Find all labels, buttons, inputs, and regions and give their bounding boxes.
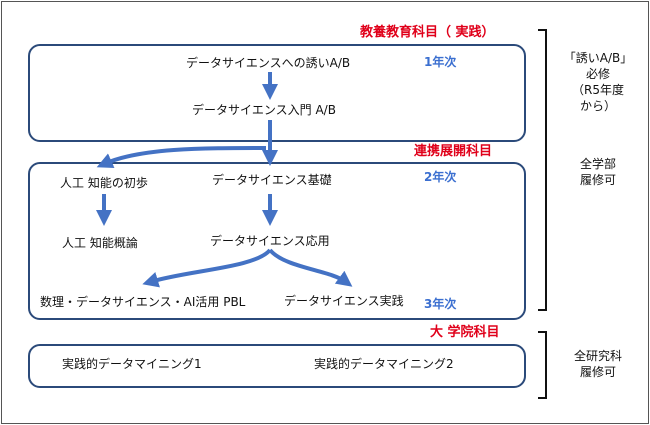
course-ai-basics: 人工 知能の初歩	[60, 176, 148, 190]
course-mining-1: 実践的データマイニング1	[62, 357, 202, 371]
course-intro: データサイエンス入門 A/B	[192, 103, 336, 117]
year-label-1: 1年次	[424, 55, 457, 69]
course-invitation: データサイエンスへの誘いA/B	[186, 56, 351, 70]
category-linked: 連携展開科目	[414, 144, 493, 159]
course-ds-applied: データサイエンス応用	[210, 234, 330, 248]
year-label-3: 3年次	[424, 297, 457, 311]
note-all-faculty: 全学部 履修可	[579, 157, 616, 187]
category-graduate: 大 学院科目	[430, 325, 500, 340]
year-label-2: 2年次	[424, 170, 457, 184]
category-general-education: 教養教育科目（ 実践）	[360, 25, 495, 40]
bracket-undergraduate	[538, 29, 547, 311]
bracket-graduate	[538, 331, 547, 399]
year2-3-box	[28, 162, 526, 320]
course-mining-2: 実践的データマイニング2	[314, 357, 454, 371]
course-ai-pbl: 数理・データサイエンス・AI活用 PBL	[40, 295, 246, 309]
note-all-graduate: 全研究科 履修可	[573, 349, 622, 379]
course-ai-overview: 人工 知能概論	[62, 236, 138, 250]
course-ds-basics: データサイエンス基礎	[212, 173, 332, 187]
course-ds-practice: データサイエンス実践	[284, 294, 404, 308]
graduate-box	[28, 344, 526, 388]
note-required: 「誘いA/B」 必修 （R5年度 から）	[563, 51, 633, 113]
